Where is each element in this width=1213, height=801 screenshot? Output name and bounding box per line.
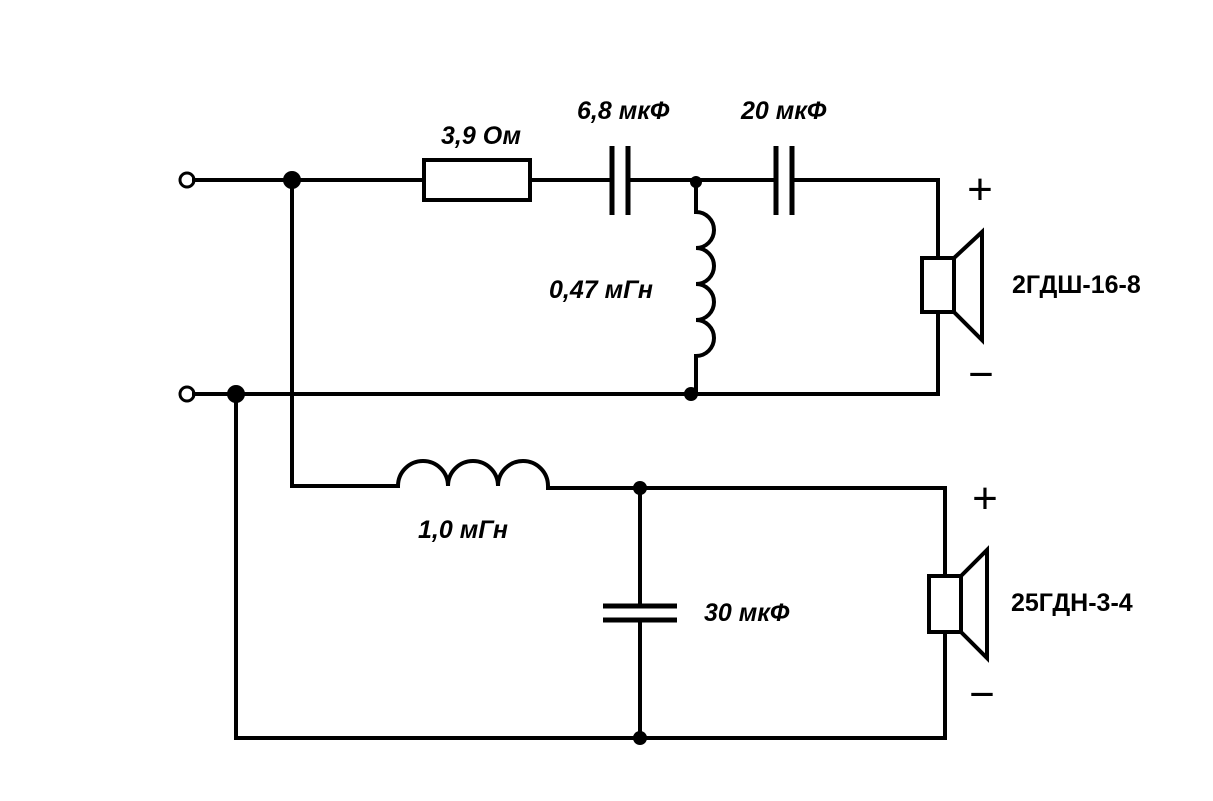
wire-ground-rail-bottom — [234, 392, 947, 740]
speaker-lf-magnet — [927, 574, 963, 634]
junction-dot — [283, 171, 301, 189]
cap1-label: 6,8 мкФ — [577, 97, 670, 125]
junction-dot — [684, 387, 698, 401]
junction-dot — [690, 176, 702, 188]
input-terminal-bottom — [178, 385, 196, 403]
lf-minus-sign: − — [969, 670, 995, 719]
wire-inductor-to-lf-speaker — [546, 486, 947, 578]
wire-cap2-to-hf-speaker — [790, 178, 940, 260]
inductor-0-47 — [694, 180, 716, 396]
resistor-label: 3,9 Ом — [441, 122, 521, 150]
hf-minus-sign: − — [968, 350, 994, 399]
speaker-lf-cone — [959, 545, 989, 663]
junction-dot — [633, 731, 647, 745]
lf-plus-sign: + — [972, 474, 998, 523]
input-terminal-top — [178, 171, 196, 189]
speaker-lf-label: 25ГДН-3-4 — [1011, 589, 1133, 617]
speaker-hf-magnet — [920, 256, 956, 314]
cap2-label: 20 мкФ — [740, 97, 827, 125]
wire-ground-rail-top — [192, 310, 940, 396]
cap3-label: 30 мкФ — [704, 599, 790, 627]
inductor1-label: 0,47 мГн — [549, 276, 653, 304]
speaker-hf-cone — [952, 227, 984, 345]
wire-to-lower-inductor — [290, 178, 400, 488]
junction-dot — [227, 385, 245, 403]
inductor2-label: 1,0 мГн — [418, 516, 508, 544]
speaker-hf-label: 2ГДШ-16-8 — [1012, 271, 1141, 299]
resistor — [422, 158, 532, 202]
junction-dot — [633, 481, 647, 495]
hf-plus-sign: + — [967, 165, 993, 214]
inductor-1-0 — [395, 459, 551, 489]
